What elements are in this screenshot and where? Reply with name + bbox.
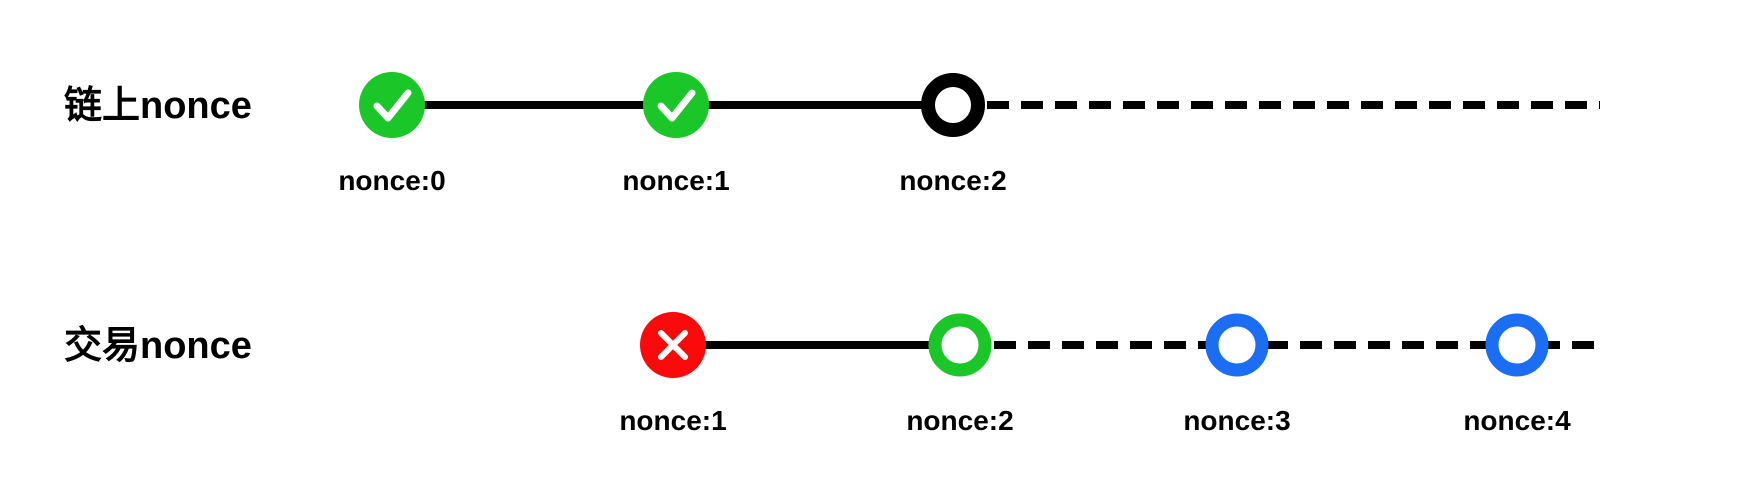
timeline-node-ring-blue <box>1205 313 1269 377</box>
row-label-0: 链上nonce <box>64 85 252 127</box>
check-icon <box>657 89 696 122</box>
x-icon <box>658 330 688 360</box>
ring-icon <box>1485 313 1549 377</box>
check-icon <box>373 89 412 122</box>
ring-icon <box>921 73 985 137</box>
node-label: nonce:1 <box>622 165 729 196</box>
node-label: nonce:2 <box>899 165 1006 196</box>
timeline-node-ring-black <box>921 73 985 137</box>
node-label: nonce:0 <box>338 165 445 196</box>
timeline-node-ring-blue <box>1485 313 1549 377</box>
timeline-node-ring-green <box>928 313 992 377</box>
node-label: nonce:3 <box>1183 405 1290 436</box>
confirmed-node-circle <box>643 72 709 138</box>
row-label-1: 交易nonce <box>64 324 252 367</box>
timeline-node-cross <box>640 312 706 378</box>
ring-icon <box>1205 313 1269 377</box>
ring-icon <box>928 313 992 377</box>
confirmed-node-circle <box>359 72 425 138</box>
timeline-node-check <box>359 72 425 138</box>
node-label: nonce:1 <box>619 405 726 436</box>
node-label: nonce:2 <box>906 405 1013 436</box>
node-label: nonce:4 <box>1463 405 1571 436</box>
timeline-node-check <box>643 72 709 138</box>
